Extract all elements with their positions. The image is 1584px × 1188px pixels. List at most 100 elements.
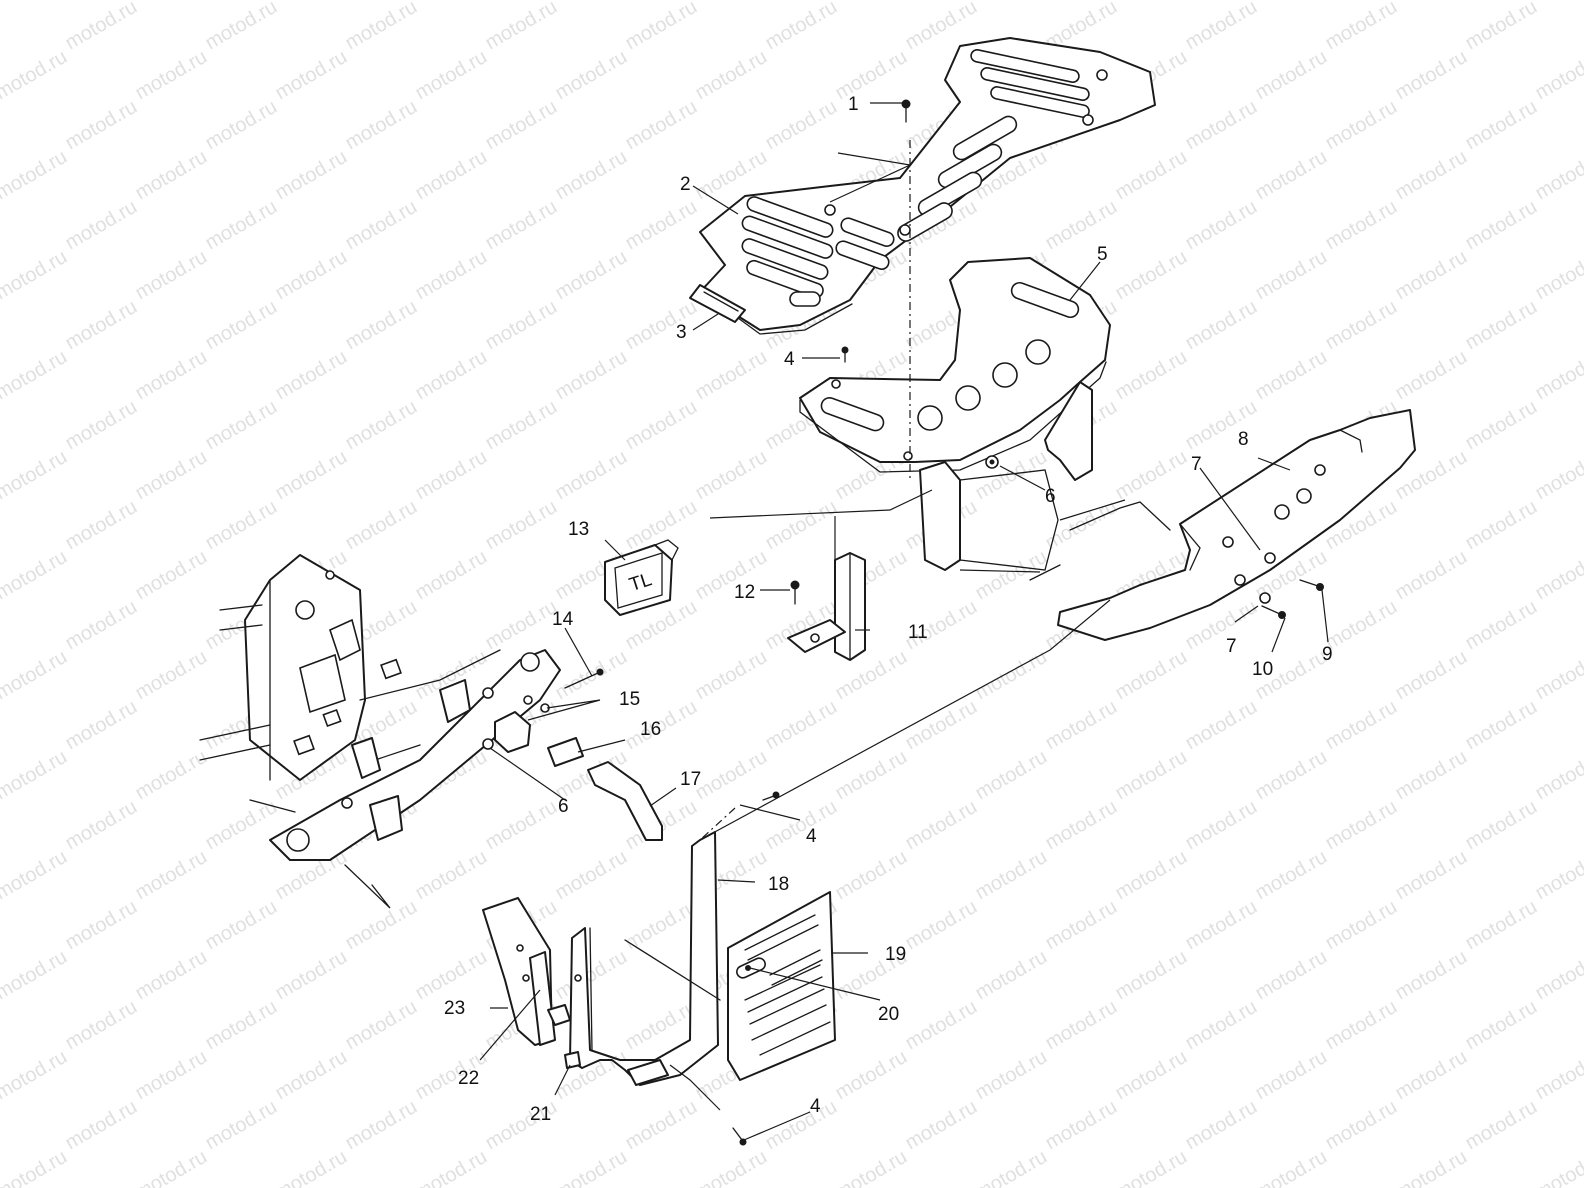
watermark-text: motod.ru — [482, 496, 561, 555]
watermark-text: motod.ru — [692, 546, 771, 605]
watermark-text: motod.ru — [1392, 246, 1471, 305]
watermark-text: motod.ru — [62, 596, 141, 655]
watermark-text: motod.ru — [1112, 146, 1191, 205]
watermark-text: motod.ru — [1112, 646, 1191, 705]
watermark-text: motod.ru — [1322, 796, 1401, 855]
watermark-text: motod.ru — [1182, 396, 1261, 455]
callout-19: 19 — [885, 944, 906, 965]
watermark-text: motod.ru — [1182, 1096, 1261, 1155]
watermark-text: motod.ru — [1112, 446, 1191, 505]
watermark-text: motod.ru — [482, 596, 561, 655]
watermark-text: motod.ru — [1042, 196, 1121, 255]
tail-light-part-13: TL — [604, 539, 679, 616]
watermark-text: motod.ru — [1182, 96, 1261, 155]
watermark-text: motod.ru — [132, 346, 211, 405]
watermark-text: motod.ru — [1532, 1046, 1584, 1105]
callout-11: 11 — [908, 622, 928, 643]
watermark-text: motod.ru — [1182, 196, 1261, 255]
frame-assembly — [199, 554, 561, 909]
leader-lines — [479, 102, 1329, 1141]
watermark-text: motod.ru — [1532, 346, 1584, 405]
watermark-text: motod.ru — [412, 846, 491, 905]
watermark-text: motod.ru — [622, 96, 701, 155]
watermark-text: motod.ru — [1462, 0, 1541, 54]
watermark-text: motod.ru — [132, 746, 211, 805]
watermark-text: motod.ru — [482, 296, 561, 355]
watermark-text: motod.ru — [622, 396, 701, 455]
callout-10: 10 — [1252, 659, 1273, 680]
watermark-text: motod.ru — [0, 446, 71, 505]
watermark-text: motod.ru — [1392, 0, 1471, 4]
watermark-text: motod.ru — [1182, 996, 1261, 1055]
watermark-text: motod.ru — [272, 1146, 351, 1188]
watermark-text: motod.ru — [1462, 96, 1541, 155]
watermark-text: motod.ru — [762, 796, 841, 855]
watermark-text: motod.ru — [1112, 746, 1191, 805]
watermark-text: motod.ru — [272, 346, 351, 405]
watermark-text: motod.ru — [1532, 746, 1584, 805]
watermark-text: motod.ru — [1322, 196, 1401, 255]
watermark-text: motod.ru — [1252, 846, 1331, 905]
callout-18: 18 — [768, 874, 789, 895]
watermark-text: motod.ru — [132, 146, 211, 205]
callout-9: 9 — [1322, 644, 1333, 665]
watermark-text: motod.ru — [1532, 246, 1584, 305]
watermark-text: motod.ru — [552, 1146, 631, 1188]
watermark-text: motod.ru — [902, 796, 981, 855]
watermark-text: motod.ru — [62, 296, 141, 355]
callout-12: 12 — [734, 582, 755, 603]
watermark-text: motod.ru — [342, 996, 421, 1055]
watermark-text: motod.ru — [482, 396, 561, 455]
watermark-text: motod.ru — [622, 296, 701, 355]
watermark-text: motod.ru — [1252, 346, 1331, 405]
watermark-text: motod.ru — [1322, 996, 1401, 1055]
washers-bolts-parts-7-9-10 — [1259, 552, 1324, 619]
watermark-text: motod.ru — [622, 196, 701, 255]
watermark-text: motod.ru — [1322, 596, 1401, 655]
hitch-hardware-parts-14-15-16 — [482, 668, 604, 767]
watermark-text: motod.ru — [972, 1046, 1051, 1105]
tube-part-17 — [587, 761, 663, 841]
watermark-text: motod.ru — [1252, 0, 1331, 4]
watermark-text: motod.ru — [1252, 946, 1331, 1005]
watermark-text: motod.ru — [762, 0, 841, 54]
watermark-text: motod.ru — [0, 346, 71, 405]
watermark-text: motod.ru — [342, 296, 421, 355]
watermark-text: motod.ru — [202, 96, 281, 155]
watermark-text: motod.ru — [272, 0, 351, 4]
watermark-text: motod.ru — [1322, 296, 1401, 355]
watermark-text: motod.ru — [62, 996, 141, 1055]
watermark-text: motod.ru — [62, 896, 141, 955]
watermark-text: motod.ru — [832, 746, 911, 805]
callout-7: 7 — [1191, 454, 1202, 475]
callout-3: 3 — [676, 322, 687, 343]
callout-23: 23 — [444, 998, 465, 1019]
watermark-text: motod.ru — [342, 496, 421, 555]
watermark-text: motod.ru — [622, 0, 701, 54]
watermark-text: motod.ru — [692, 0, 771, 4]
watermark-text: motod.ru — [132, 446, 211, 505]
watermark-text: motod.ru — [1462, 496, 1541, 555]
bracket-part-11 — [787, 552, 866, 661]
rear-bumper-part-8 — [1029, 409, 1416, 641]
watermark-text: motod.ru — [1392, 946, 1471, 1005]
watermark-text: motod.ru — [412, 346, 491, 405]
watermark-text: motod.ru — [0, 1046, 71, 1105]
watermark-text: motod.ru — [132, 646, 211, 705]
watermark-text: motod.ru — [902, 996, 981, 1055]
callout-14: 14 — [552, 609, 574, 630]
watermark-text: motod.ru — [692, 446, 771, 505]
watermark-text: motod.ru — [1392, 146, 1471, 205]
watermark-text: motod.ru — [0, 946, 71, 1005]
watermark-text: motod.ru — [272, 246, 351, 305]
watermark-text: motod.ru — [0, 46, 71, 105]
watermark-text: motod.ru — [482, 196, 561, 255]
watermark-text: motod.ru — [1322, 896, 1401, 955]
watermark-text: motod.ru — [272, 146, 351, 205]
watermark-text: motod.ru — [1532, 646, 1584, 705]
watermark-text: motod.ru — [622, 496, 701, 555]
watermark-text: motod.ru — [832, 1146, 911, 1188]
watermark-text: motod.ru — [1112, 1046, 1191, 1105]
watermark-text: motod.ru — [1462, 596, 1541, 655]
